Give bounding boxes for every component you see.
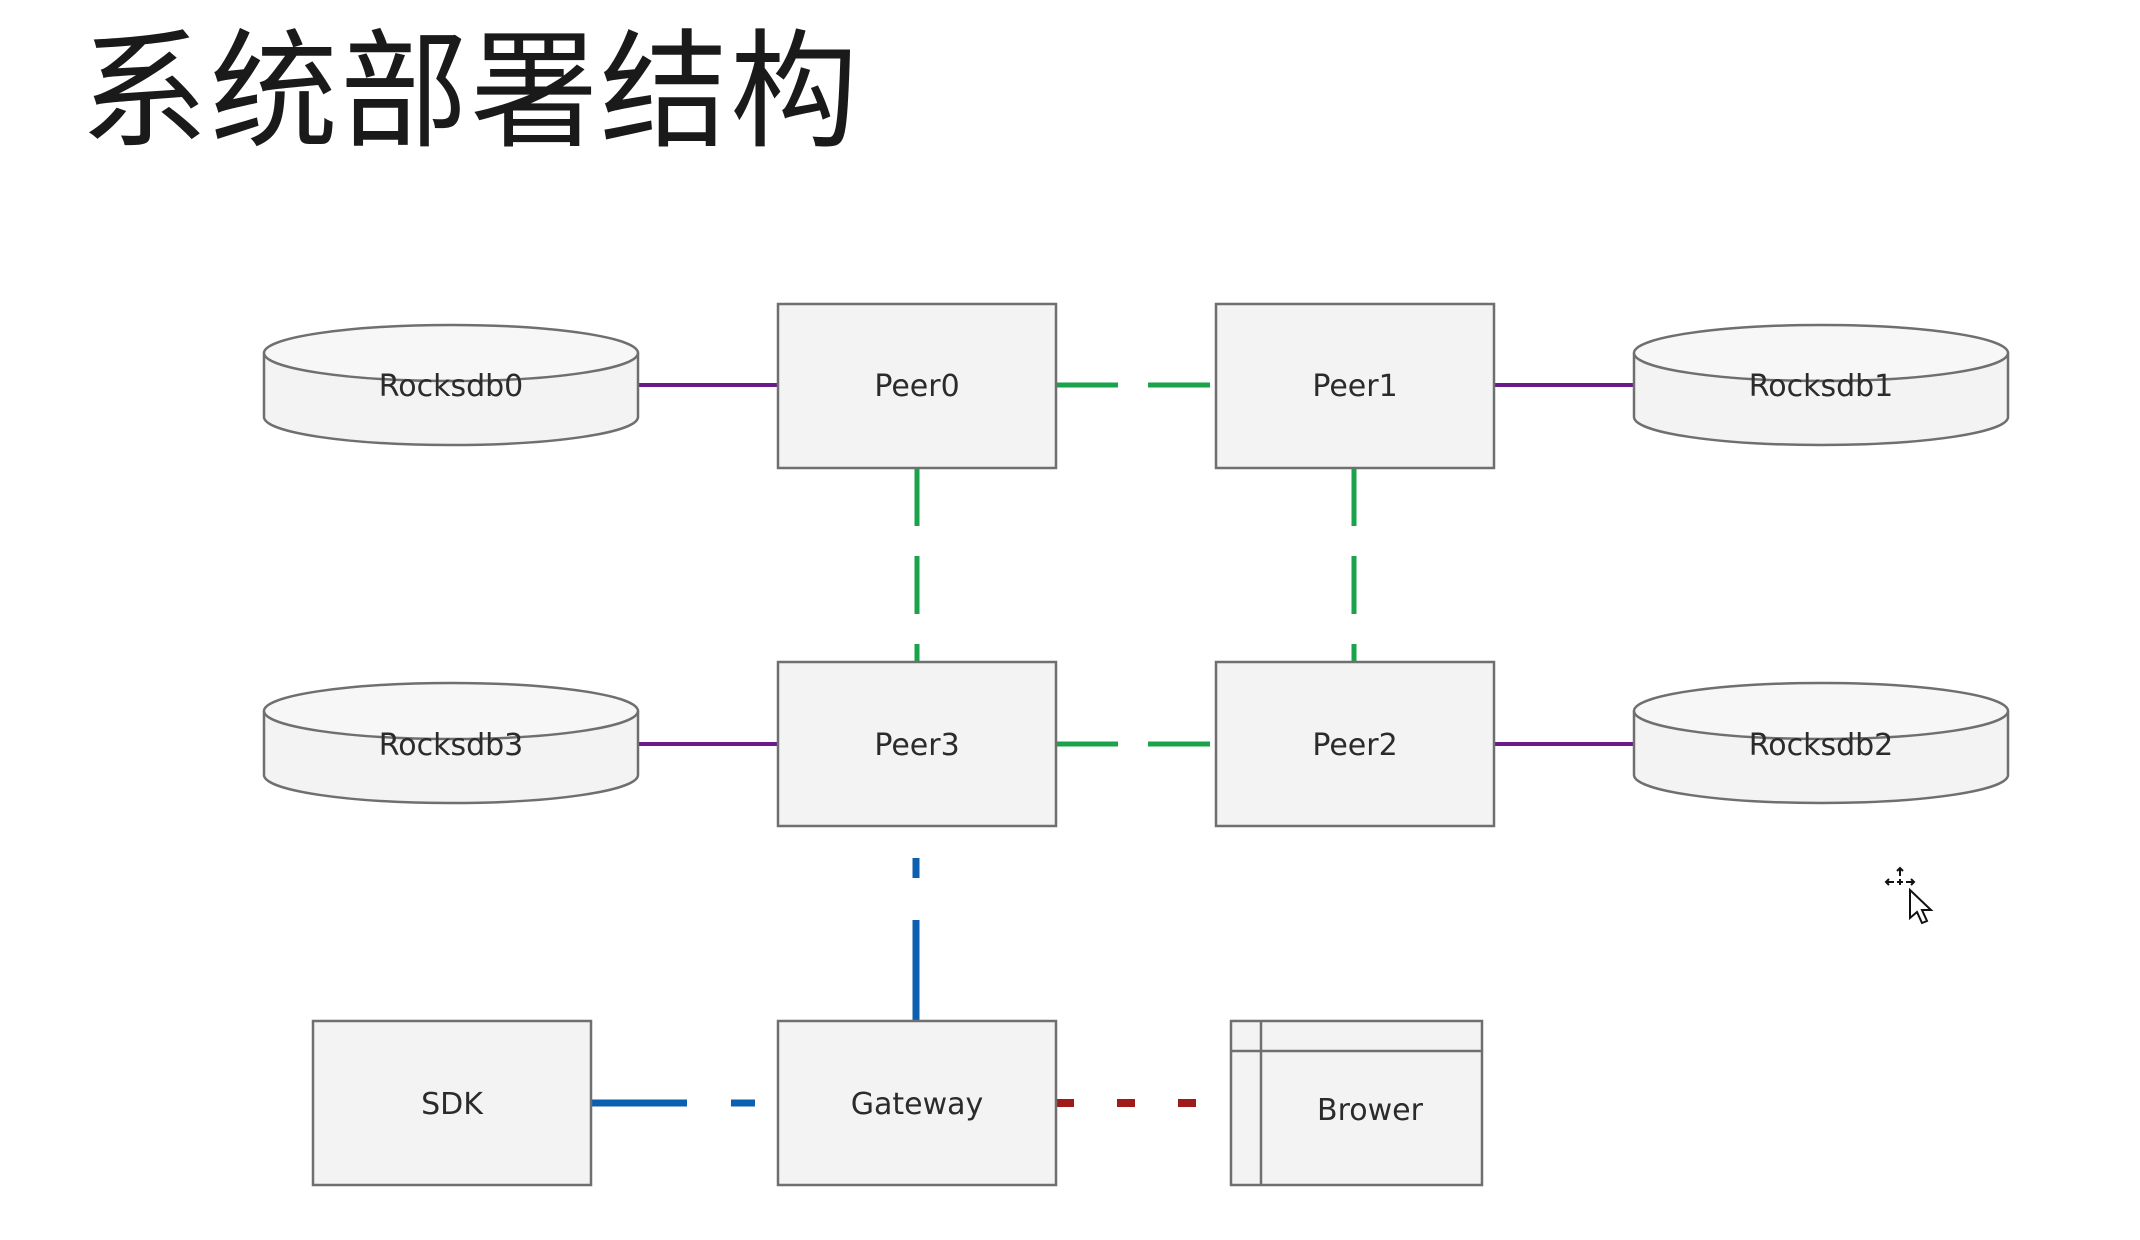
gateway-node: Gateway xyxy=(776,1019,1058,1187)
peer3-node: Peer3 xyxy=(776,660,1058,828)
page-title: 系统部署结构 xyxy=(80,18,861,167)
sdk-node: SDK xyxy=(311,1019,593,1187)
rocksdb2-node: Rocksdb2 xyxy=(1632,681,2010,805)
rocksdb1-node: Rocksdb1 xyxy=(1632,323,2010,447)
rocksdb3-label: Rocksdb3 xyxy=(379,728,524,763)
peer1-node: Peer1 xyxy=(1214,302,1496,470)
move-cursor-icon xyxy=(1884,866,1934,925)
peer3-label: Peer3 xyxy=(874,728,959,763)
sdk-label: SDK xyxy=(421,1087,484,1122)
browser-node: Brower xyxy=(1229,1019,1484,1187)
rocksdb3-node: Rocksdb3 xyxy=(262,681,640,805)
peer0-label: Peer0 xyxy=(874,369,959,404)
rocksdb1-label: Rocksdb1 xyxy=(1749,369,1894,404)
rocksdb0-node: Rocksdb0 xyxy=(262,323,640,447)
gateway-label: Gateway xyxy=(851,1087,984,1122)
rocksdb0-label: Rocksdb0 xyxy=(379,369,524,404)
peer1-label: Peer1 xyxy=(1312,369,1397,404)
peer2-node: Peer2 xyxy=(1214,660,1496,828)
rocksdb2-label: Rocksdb2 xyxy=(1749,728,1894,763)
peer2-label: Peer2 xyxy=(1312,728,1397,763)
peer0-node: Peer0 xyxy=(776,302,1058,470)
browser-label: Brower xyxy=(1317,1093,1424,1128)
